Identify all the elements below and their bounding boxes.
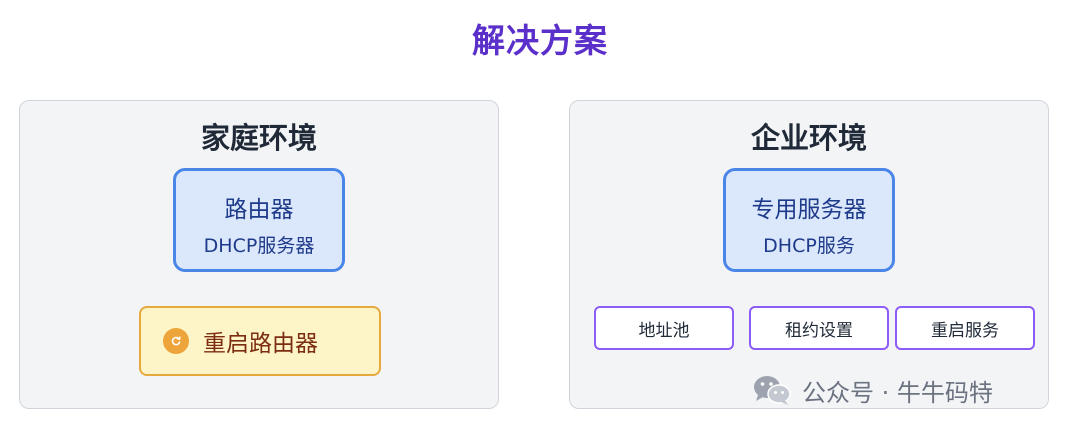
wechat-icon xyxy=(754,376,791,405)
restart-service-chip: 重启服务 xyxy=(895,306,1035,350)
restart-icon xyxy=(163,328,189,354)
lease-settings-chip: 租约设置 xyxy=(749,306,889,350)
dedicated-server-name: 专用服务器 xyxy=(751,197,867,223)
router-box: 路由器 DHCP服务器 xyxy=(173,168,345,272)
restart-router-label: 重启路由器 xyxy=(203,331,318,357)
dedicated-server-subtitle: DHCP服务 xyxy=(763,235,855,257)
dedicated-server-box: 专用服务器 DHCP服务 xyxy=(723,168,895,272)
page-title: 解决方案 xyxy=(472,21,608,60)
home-environment-panel: 家庭环境 路由器 DHCP服务器 重启路由器 xyxy=(19,100,499,409)
watermark-text: 公众号 · 牛牛码特 xyxy=(802,378,993,407)
enterprise-panel-title: 企业环境 xyxy=(750,121,867,155)
watermark: 公众号 · 牛牛码特 xyxy=(752,372,993,408)
enterprise-environment-panel: 企业环境 专用服务器 DHCP服务 地址池 租约设置 重启服务 xyxy=(569,100,1049,409)
restart-router-box: 重启路由器 xyxy=(139,306,381,376)
router-name: 路由器 xyxy=(224,197,294,223)
address-pool-chip: 地址池 xyxy=(594,306,734,350)
home-panel-title: 家庭环境 xyxy=(200,121,317,155)
router-subtitle: DHCP服务器 xyxy=(203,235,315,257)
